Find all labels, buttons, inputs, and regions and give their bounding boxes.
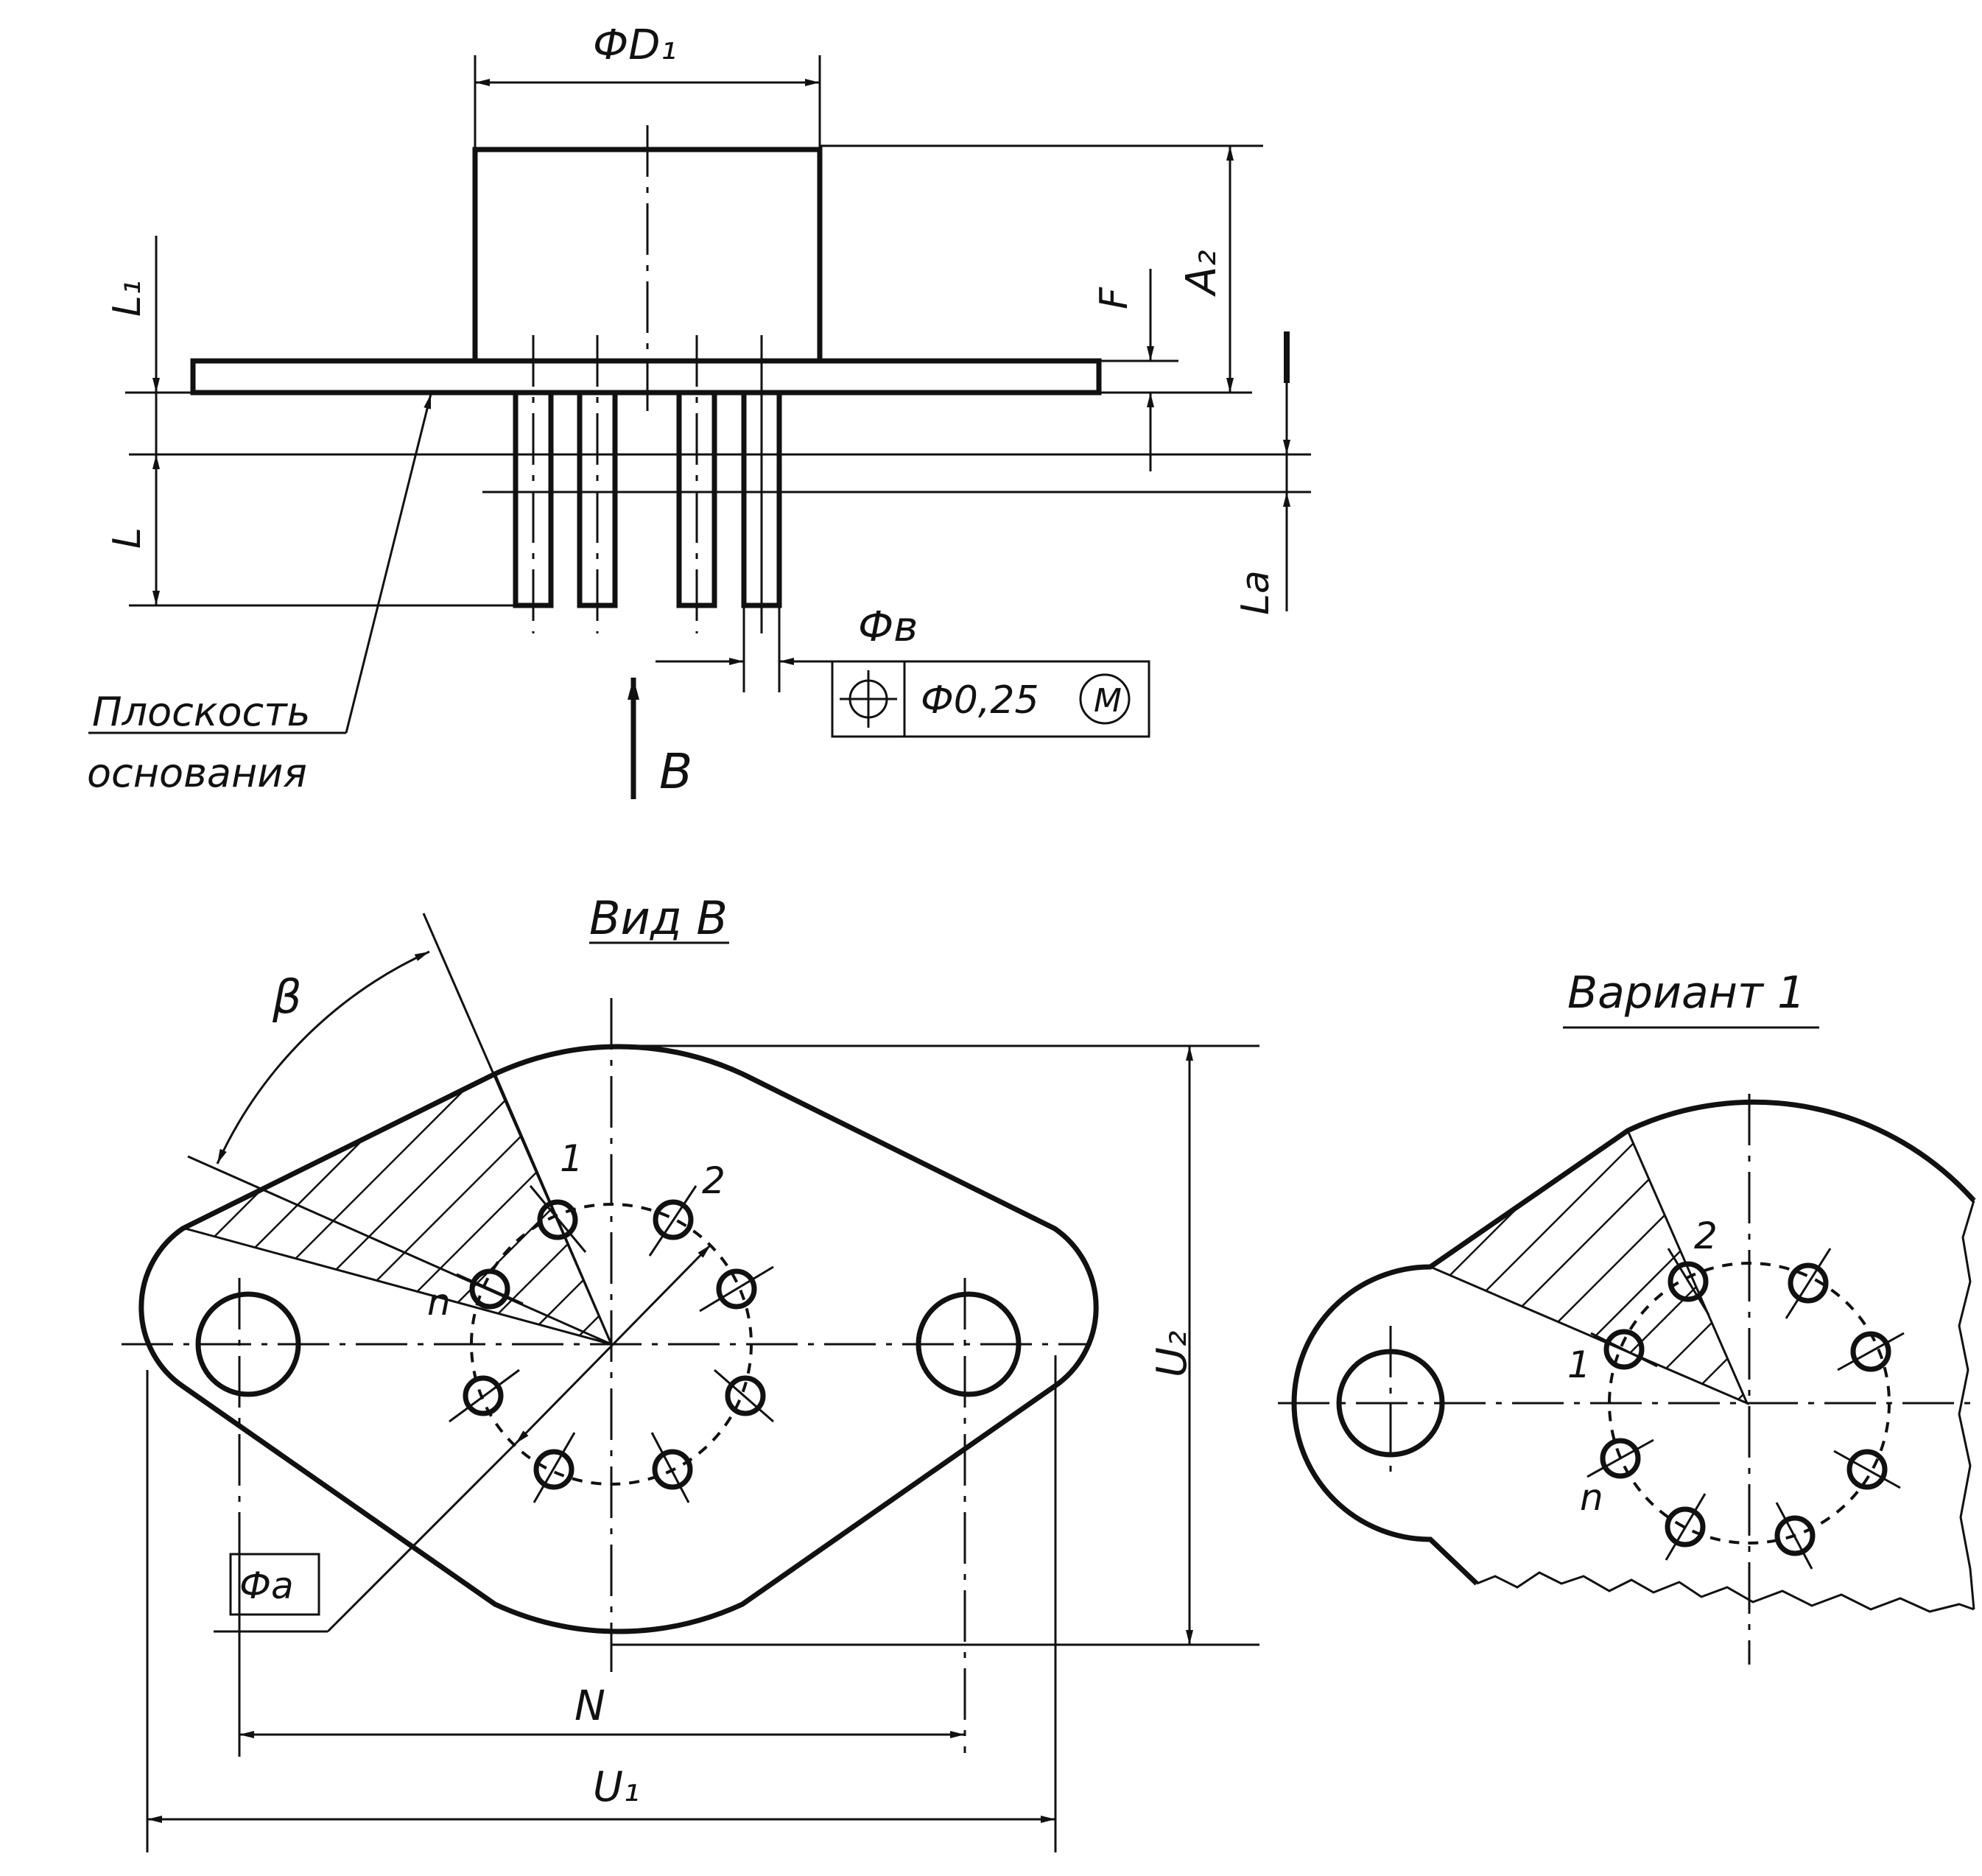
variant-pin-1-label: 1	[1567, 1343, 1591, 1386]
pin-3	[699, 1265, 774, 1313]
dimension-la: La	[1234, 331, 1290, 615]
dimension-l1: L₁	[105, 236, 160, 454]
dim-f-label: F	[1092, 287, 1136, 309]
dimension-l: L	[105, 454, 160, 605]
lead-1	[513, 335, 554, 633]
variant-1-title: Вариант 1	[1567, 967, 1805, 1019]
dim-n-label: N	[574, 1682, 605, 1730]
variant-mounting-hole	[1336, 1326, 1445, 1473]
pin-4	[714, 1369, 774, 1423]
max-material-circle-icon	[1079, 673, 1131, 725]
base-plane-label-line1: Плоскость	[92, 689, 310, 735]
transistor-flange	[190, 358, 1252, 396]
dimension-f: F	[1092, 269, 1154, 471]
pin-n	[456, 1268, 524, 1310]
position-tolerance-frame: Ф0,25 M	[831, 660, 1150, 738]
dim-u2-label: U₂	[1148, 1331, 1196, 1377]
variant-pin-n-label: n	[1580, 1476, 1603, 1519]
variant-break-line	[1476, 1571, 1975, 1613]
dim-b-label: Фв	[858, 603, 918, 651]
variant-break-line-right	[1958, 1200, 1975, 1610]
side-view: ФD₁ A₂ F L₁ L La	[87, 21, 1311, 800]
dimension-a: Фа	[214, 1442, 517, 1633]
position-symbol-icon	[840, 670, 897, 728]
mounting-hole-right	[916, 1278, 1022, 1753]
pin-6	[533, 1432, 576, 1503]
variant-pin-4	[1837, 1331, 1905, 1372]
dimension-d1: ФD₁	[474, 21, 821, 150]
dim-u1-label: U₁	[593, 1763, 639, 1811]
angle-beta: β	[187, 913, 613, 1346]
dim-a2-label: A₂	[1178, 250, 1226, 297]
dimension-u1: U₁	[146, 1355, 1057, 1852]
tolerance-value: Ф0,25	[921, 678, 1039, 723]
base-plane-label-line2: основания	[87, 750, 307, 796]
angle-beta-label: β	[272, 970, 302, 1024]
dim-l1-label: L₁	[105, 280, 150, 317]
dim-l-label: L	[105, 527, 150, 549]
flange-outline	[138, 1044, 1099, 1634]
variant-pin-2-label: 2	[1694, 1215, 1718, 1257]
dimension-n: N	[238, 1517, 965, 1757]
variant-pin-2	[1667, 1248, 1710, 1315]
tolerance-modifier: M	[1094, 682, 1122, 720]
dimension-u2: U₂	[611, 1044, 1259, 1646]
dim-d1-label: ФD₁	[593, 21, 677, 69]
variant-pin-7	[1665, 1493, 1707, 1561]
dim-a-label: Фа	[239, 1564, 294, 1607]
base-plane-leader: Плоскость основания	[87, 393, 432, 796]
lead-2	[577, 335, 618, 633]
pin-2	[648, 1185, 697, 1257]
view-arrow-b: B	[628, 678, 692, 800]
variant-pin-n	[1586, 1438, 1654, 1479]
mounting-hole-left	[195, 1278, 301, 1525]
variant-pin-6	[1774, 1502, 1816, 1570]
pin-7	[449, 1369, 520, 1423]
variant-pin-3	[1785, 1248, 1832, 1319]
variant-pin-circle	[1608, 1262, 1891, 1545]
view-b: Вид В	[122, 891, 1259, 1852]
dimension-a2: A₂	[1178, 146, 1234, 393]
variant-pin-1	[1590, 1329, 1658, 1370]
pin-circle-diameter-line	[514, 1243, 712, 1445]
pin-2-label: 2	[702, 1159, 725, 1202]
dim-la-label: La	[1234, 570, 1278, 615]
pin-1-label: 1	[560, 1137, 583, 1180]
pin-n-label: n	[427, 1281, 451, 1324]
pin-5	[650, 1432, 693, 1503]
variant-1: Вариант 1	[1278, 967, 1976, 1665]
dimension-b: Фв	[656, 603, 918, 665]
lead-4	[741, 335, 782, 692]
pin-circle	[470, 1203, 753, 1486]
lead-3	[676, 335, 717, 633]
variant-flange-outline	[1291, 1099, 1976, 1586]
view-arrow-label: B	[659, 743, 692, 800]
variant-pin-5	[1833, 1449, 1901, 1490]
view-b-title: Вид В	[589, 891, 728, 945]
